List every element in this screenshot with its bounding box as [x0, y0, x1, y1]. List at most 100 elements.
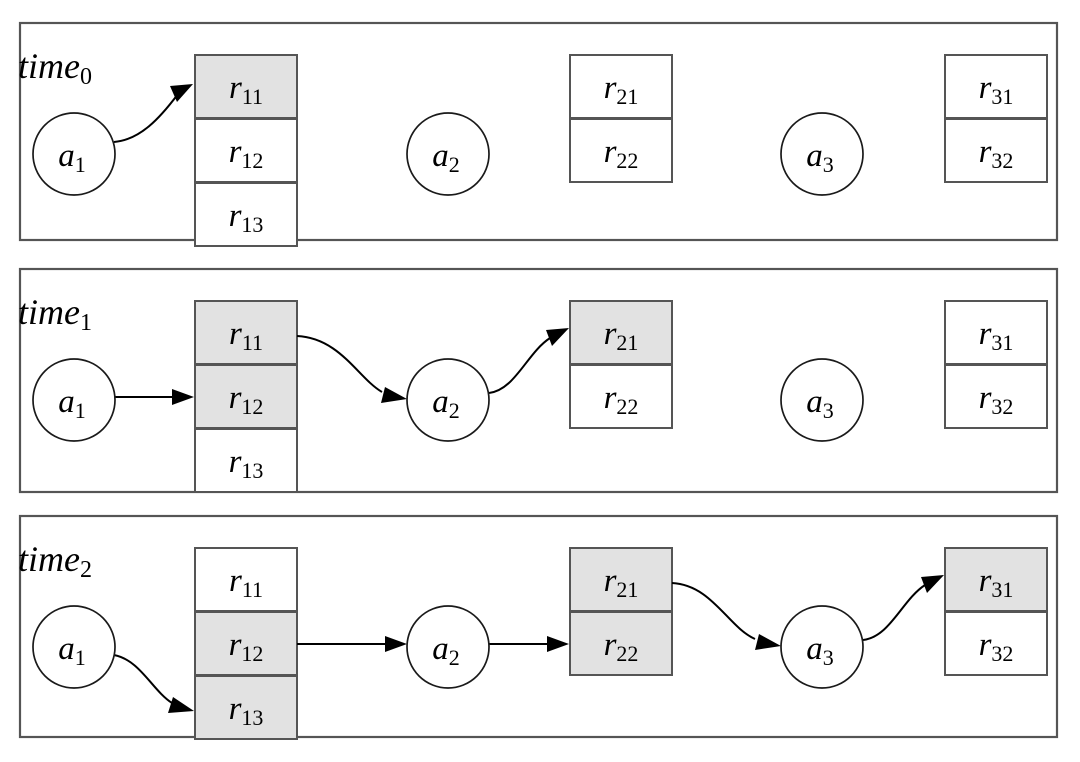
agent-circle[interactable] — [32, 358, 116, 442]
resource-r31[interactable]: r31 — [944, 547, 1048, 612]
edge-a2-to-r22 — [489, 636, 569, 652]
agent-label: a1 — [58, 138, 86, 177]
resource-box[interactable] — [944, 118, 1048, 183]
resource-label: r32 — [979, 134, 1014, 173]
resource-label: r22 — [604, 627, 639, 666]
panel-time0: time0 r11 r12 r13 — [18, 21, 1059, 247]
resource-label: r31 — [979, 316, 1014, 355]
agent-a2[interactable]: a2 — [406, 112, 490, 196]
panel-frame — [18, 267, 1059, 494]
resource-box[interactable] — [944, 54, 1048, 119]
edge-path — [296, 335, 383, 393]
resource-box[interactable] — [194, 675, 298, 740]
resource-r21[interactable]: r21 — [569, 547, 673, 612]
resource-r11[interactable]: r11 — [194, 54, 298, 119]
resource-box[interactable] — [194, 54, 298, 119]
agent-circle[interactable] — [780, 358, 864, 442]
arrow-head-icon — [381, 387, 407, 403]
edge-a1-to-r13 — [113, 654, 194, 713]
resource-box[interactable] — [944, 611, 1048, 676]
arrow-head-icon — [172, 389, 194, 405]
resource-label: r22 — [604, 134, 639, 173]
agent-a1[interactable]: a1 — [32, 112, 116, 196]
agent-a1[interactable]: a1 — [32, 605, 116, 689]
resource-box[interactable] — [944, 547, 1048, 612]
agent-label: a3 — [806, 631, 834, 670]
resource-r11[interactable]: r11 — [194, 300, 298, 365]
agent-label: a3 — [806, 138, 834, 177]
panel-time1: time1 r11 r12 r13 — [18, 267, 1059, 494]
agent-a2[interactable]: a2 — [406, 358, 490, 442]
resource-box[interactable] — [194, 182, 298, 247]
panel-time-label: time2 — [18, 539, 92, 583]
resource-box[interactable] — [569, 364, 673, 429]
resource-r32[interactable]: r32 — [944, 611, 1048, 676]
resource-r22[interactable]: r22 — [569, 118, 673, 183]
agent-a3[interactable]: a3 — [780, 112, 864, 196]
resource-label: r31 — [979, 70, 1014, 109]
agent-circle[interactable] — [32, 605, 116, 689]
agent-a2[interactable]: a2 — [406, 605, 490, 689]
resource-r31[interactable]: r31 — [944, 54, 1048, 119]
resource-r32[interactable]: r32 — [944, 364, 1048, 429]
agent-circle[interactable] — [406, 358, 490, 442]
panel-time-label-sub: 1 — [80, 310, 92, 336]
resource-box[interactable] — [569, 118, 673, 183]
edge-path — [671, 582, 756, 640]
resource-label: r12 — [229, 627, 264, 666]
resource-label: r11 — [229, 316, 263, 355]
resource-r21[interactable]: r21 — [569, 54, 673, 119]
resource-r12[interactable]: r12 — [194, 611, 298, 676]
agent-a3[interactable]: a3 — [780, 358, 864, 442]
edge-r12-to-a2 — [297, 636, 407, 652]
agent-circle[interactable] — [406, 112, 490, 196]
edge-a3-to-r31 — [862, 575, 944, 641]
resource-box[interactable] — [194, 428, 298, 493]
resource-label: r11 — [229, 70, 263, 109]
agent-label: a2 — [432, 631, 460, 670]
resource-r21[interactable]: r21 — [569, 300, 673, 365]
resource-r22[interactable]: r22 — [569, 611, 673, 676]
resource-r13[interactable]: r13 — [194, 428, 298, 493]
panel-time-label-base: time — [18, 292, 80, 332]
resource-r11[interactable]: r11 — [194, 547, 298, 612]
resource-box[interactable] — [569, 300, 673, 365]
resource-r13[interactable]: r13 — [194, 182, 298, 247]
resource-box[interactable] — [194, 547, 298, 612]
resource-label: r13 — [229, 691, 264, 730]
resource-box[interactable] — [194, 300, 298, 365]
agent-circle[interactable] — [780, 112, 864, 196]
resource-box[interactable] — [569, 547, 673, 612]
resource-label: r21 — [604, 563, 639, 602]
agent-circle[interactable] — [32, 112, 116, 196]
resource-r12[interactable]: r12 — [194, 364, 298, 429]
resource-label: r31 — [979, 563, 1014, 602]
resource-r31[interactable]: r31 — [944, 300, 1048, 365]
resource-box[interactable] — [194, 611, 298, 676]
resource-box[interactable] — [569, 54, 673, 119]
resource-label: r32 — [979, 380, 1014, 419]
resource-r13[interactable]: r13 — [194, 675, 298, 740]
agent-label: a2 — [432, 138, 460, 177]
panel-frame — [18, 514, 1059, 739]
resource-box[interactable] — [569, 611, 673, 676]
resource-r32[interactable]: r32 — [944, 118, 1048, 183]
resource-r22[interactable]: r22 — [569, 364, 673, 429]
agent-circle[interactable] — [406, 605, 490, 689]
arrow-head-icon — [170, 84, 193, 102]
resource-label: r22 — [604, 380, 639, 419]
resource-label: r12 — [229, 380, 264, 419]
resource-r12[interactable]: r12 — [194, 118, 298, 183]
edge-a1-to-r11 — [113, 84, 193, 143]
panel-time-label-sub: 2 — [80, 557, 92, 583]
resource-box[interactable] — [944, 364, 1048, 429]
edge-a2-to-a21 — [488, 328, 569, 394]
resource-box[interactable] — [944, 300, 1048, 365]
edge-path — [113, 93, 179, 143]
agent-a3[interactable]: a3 — [780, 605, 864, 689]
agent-circle[interactable] — [780, 605, 864, 689]
agent-a1[interactable]: a1 — [32, 358, 116, 442]
edge-r21-to-a3 — [671, 582, 781, 650]
